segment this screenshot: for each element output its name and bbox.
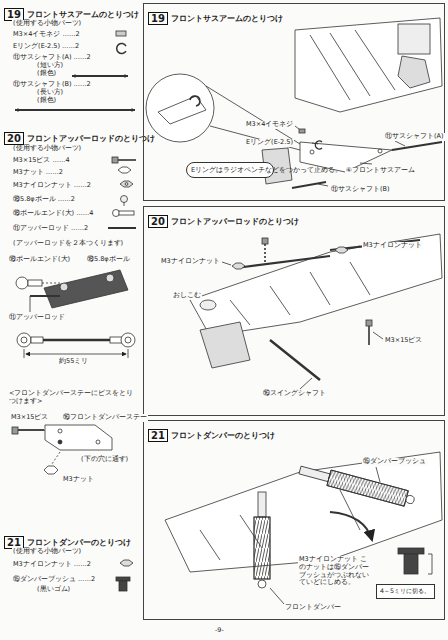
parts-icons bbox=[108, 157, 136, 228]
step-number: 19 bbox=[148, 12, 168, 25]
action-label: おしこむ bbox=[172, 292, 202, 300]
parts-heading: (使用する小物パーツ) bbox=[12, 145, 82, 153]
instruction-note: (下の穴に通す) bbox=[80, 456, 129, 464]
parts-heading: (使用する小物パーツ) bbox=[12, 548, 82, 556]
damper-upper bbox=[298, 462, 416, 508]
step-title: フロントダンパーのとりつけ bbox=[171, 431, 275, 440]
step-title: フロントアッパーロッドのとりつけ bbox=[27, 134, 155, 143]
step-title: フロントサスアームのとりつけ bbox=[27, 10, 139, 19]
part-label: ⑯スイングシャフト bbox=[262, 390, 327, 398]
part-count: M3×4イモネジ ……2 bbox=[12, 31, 81, 39]
parts-heading: (使用する小物パーツ) bbox=[12, 20, 82, 28]
part-label: M3ナイロンナット bbox=[362, 242, 423, 250]
part-label: M3ナイロンナット bbox=[160, 258, 221, 266]
e-ring-icon bbox=[117, 44, 126, 54]
part-label: M3×15ビス bbox=[10, 414, 49, 422]
step-title: フロントダンパーのとりつけ bbox=[27, 538, 131, 547]
step-panel: 21フロントダンパーのとりつけ 4～5ミリに切る。 bbox=[143, 420, 445, 620]
note-text: Eリングはラジオペンチなどをつかって止める。 bbox=[191, 166, 342, 174]
part-note: (黒いゴム) bbox=[36, 586, 71, 594]
part-count: M3×15ビス ……4 bbox=[12, 157, 71, 165]
shaft-a bbox=[72, 75, 128, 77]
note-callout: Eリングはラジオペンチなどをつかって止める。 bbox=[186, 162, 274, 178]
instruction-note: (アッパーロッドを２本つくります) bbox=[12, 240, 124, 248]
part-count: ⑱5.8φボール ……2 bbox=[12, 196, 76, 204]
part-note: (短い方) bbox=[36, 62, 64, 70]
part-label: ⑪サスシャフト(B) bbox=[330, 186, 391, 194]
step-panel: 20フロントアッパーロッドのとりつけ bbox=[143, 206, 445, 416]
part-label: フロントダンパー bbox=[284, 604, 342, 612]
part-count: M3ナイロンナット ……2 bbox=[12, 182, 92, 190]
shaft-b bbox=[15, 109, 135, 111]
part-count: M3ナット ……2 bbox=[12, 169, 64, 177]
note-text: 4～5ミリに切る。 bbox=[380, 587, 430, 594]
front-damper bbox=[254, 492, 270, 588]
chassis-step20 bbox=[190, 234, 442, 389]
part-label: ⑮ダンパーブッシュ bbox=[362, 458, 427, 466]
part-count: ⑮ダンパーブッシュ ……2 bbox=[12, 576, 96, 584]
part-count: Eリング(E-2.5) ……2 bbox=[12, 43, 80, 51]
step-number: 20 bbox=[4, 132, 24, 145]
page-number: -9- bbox=[214, 627, 225, 635]
damper-stay bbox=[12, 425, 112, 474]
instruction-note: M3ナイロンナット このナットは⑮ダンパーブッシュがつぶれないていどにしめる。 bbox=[298, 556, 372, 587]
part-label: M3ナット bbox=[62, 476, 95, 484]
part-note: (長い方) bbox=[36, 89, 64, 97]
bushing-inset bbox=[398, 548, 432, 574]
part-label: M3×4イモネジ bbox=[245, 121, 294, 129]
note-box: 4～5ミリに切る。 bbox=[376, 584, 435, 599]
part-label: ⑱5.8φボール bbox=[86, 256, 131, 264]
part-label: ⑥フロントサスアーム bbox=[345, 167, 416, 175]
step-number: 20 bbox=[148, 215, 168, 228]
part-count: ⑪サスシャフト(B) ……2 bbox=[12, 81, 92, 89]
part-label: ⑯フロントダンパーステー bbox=[62, 414, 148, 422]
step-title: フロントアッパーロッドのとりつけ bbox=[171, 217, 299, 226]
upper-rod-assembly bbox=[16, 270, 128, 312]
instruction-note: <フロントダンパーステーにビスをとりつけます> bbox=[8, 390, 138, 406]
part-count: ⑪アッパーロッド ……2 bbox=[12, 225, 89, 233]
part-label: M3×15ビス bbox=[384, 337, 423, 345]
rod-with-ball-ends bbox=[17, 333, 135, 358]
part-count: M3ナイロンナット ……2 bbox=[12, 561, 92, 569]
part-label: ⑪アッパーロッド bbox=[8, 314, 66, 322]
part-label: ⑱ボールエンド(大) bbox=[8, 256, 71, 264]
part-label: Eリング(E-2.5) bbox=[245, 139, 294, 147]
part-label: ⑪サスシャフト(A) bbox=[384, 133, 445, 141]
part-count: ⑱ボールエンド(大) ……4 bbox=[12, 210, 94, 218]
part-count: ⑪サスシャフト(A) ……2 bbox=[12, 54, 92, 62]
chassis-step19 bbox=[295, 18, 442, 112]
magnifier-inset bbox=[146, 74, 300, 150]
set-screw-icon bbox=[116, 31, 126, 36]
part-note: (銀色) bbox=[36, 70, 57, 78]
chassis-step21 bbox=[165, 452, 442, 572]
dimension-label: 約55ミリ bbox=[58, 358, 89, 366]
step-title: フロントサスアームのとりつけ bbox=[171, 14, 283, 23]
part-note: (銀色) bbox=[36, 97, 57, 105]
step-number: 21 bbox=[148, 429, 168, 442]
